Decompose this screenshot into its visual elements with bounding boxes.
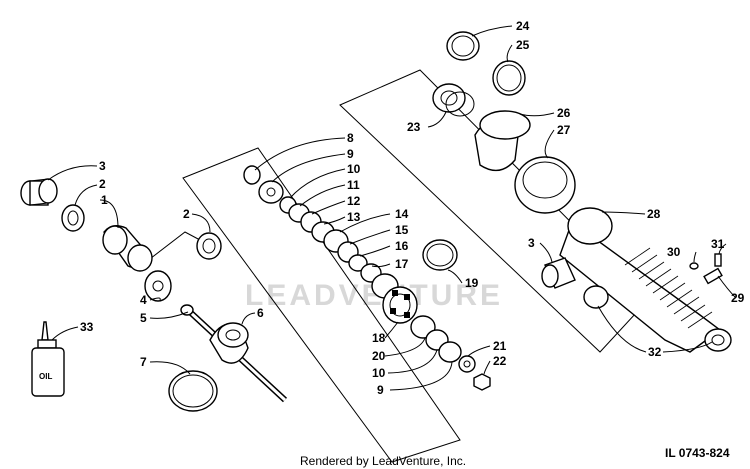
svg-text:OIL: OIL xyxy=(39,372,52,381)
callout-29: 29 xyxy=(731,291,745,305)
part-31-screw xyxy=(714,253,722,267)
callout-10-b: 10 xyxy=(372,366,386,380)
callout-22: 22 xyxy=(493,354,507,368)
callout-9: 9 xyxy=(347,147,354,161)
callout-8: 8 xyxy=(347,131,354,145)
footer-rendered-by: Rendered by LeadVenture, Inc. xyxy=(300,454,466,468)
center-lower-shims xyxy=(410,315,491,391)
part-32-bushing xyxy=(583,285,732,352)
part-30-cap xyxy=(689,262,699,270)
part-23-seal-head xyxy=(432,83,475,117)
part-18-piston xyxy=(382,286,418,324)
part-33-oil-bottle: OIL xyxy=(31,321,65,397)
callout-15: 15 xyxy=(395,223,409,237)
callout-23: 23 xyxy=(407,120,421,134)
illustration-code: IL 0743-824 xyxy=(665,446,730,460)
callout-32: 32 xyxy=(648,345,662,359)
callout-5: 5 xyxy=(140,311,147,325)
part-19-band xyxy=(422,239,458,271)
callout-27: 27 xyxy=(557,123,571,137)
callout-10: 10 xyxy=(347,162,361,176)
callout-2-b: 2 xyxy=(183,207,190,221)
part-2-seal-b xyxy=(196,232,222,260)
callout-2: 2 xyxy=(99,177,106,191)
callout-18: 18 xyxy=(372,331,386,345)
callout-17: 17 xyxy=(395,257,409,271)
part-3-bushing xyxy=(20,178,58,206)
part-4-washer xyxy=(144,270,172,302)
part-2-seal xyxy=(61,204,85,232)
part-7-oring xyxy=(168,370,218,412)
callout-20: 20 xyxy=(372,349,386,363)
center-shim-stack xyxy=(243,165,399,299)
callout-28: 28 xyxy=(647,207,661,221)
part-29-valve xyxy=(703,267,723,285)
callout-3: 3 xyxy=(99,159,106,173)
center-subassembly-box xyxy=(182,147,461,463)
callout-16: 16 xyxy=(395,239,409,253)
callout-13: 13 xyxy=(347,210,361,224)
left-bracket-line xyxy=(141,231,201,266)
callout-14: 14 xyxy=(395,207,409,221)
callout-19: 19 xyxy=(465,276,479,290)
part-1-cap xyxy=(102,225,153,272)
callout-6: 6 xyxy=(257,306,264,320)
callout-3-b: 3 xyxy=(528,236,535,250)
part-3-bushing-b xyxy=(541,257,576,289)
part-6-eyelet xyxy=(209,322,249,364)
part-28-body xyxy=(559,207,722,353)
callout-12: 12 xyxy=(347,194,361,208)
part-25-ring xyxy=(492,60,526,96)
callout-24: 24 xyxy=(516,19,530,33)
callout-25: 25 xyxy=(516,38,530,52)
callout-31: 31 xyxy=(711,237,725,251)
callout-26: 26 xyxy=(557,106,571,120)
callout-21: 21 xyxy=(493,339,507,353)
callout-4: 4 xyxy=(140,293,147,307)
callout-33: 33 xyxy=(80,320,94,334)
part-24-oring xyxy=(446,31,480,61)
leader-lines xyxy=(47,25,737,391)
callout-1: 1 xyxy=(101,193,108,207)
callout-30: 30 xyxy=(667,245,681,259)
callout-7: 7 xyxy=(140,355,147,369)
part-27-spring-seat xyxy=(514,156,576,214)
callout-9-b: 9 xyxy=(377,383,384,397)
part-26-collar xyxy=(474,110,531,172)
callout-11: 11 xyxy=(347,178,360,192)
